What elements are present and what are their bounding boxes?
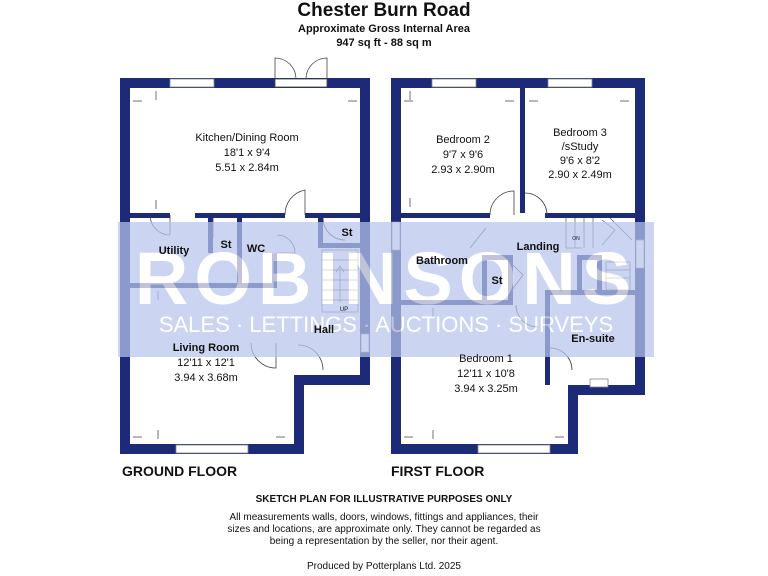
bedroom1-metric: 3.94 x 3.25m [454,383,518,395]
bedroom1-name: Bedroom 1 [459,353,513,365]
watermark-brand: ROBINSONS [135,237,637,320]
disclaimer: All measurements walls, doors, windows, … [0,512,768,548]
first-floor-room-labels: Bedroom 2 9'7 x 9'6 2.93 x 2.90m Bedroom… [416,127,615,395]
bathroom-label: Bathroom [416,255,468,267]
bedroom3-name-line2: /sStudy [562,141,599,153]
disclaimer-line: being a representation by the seller, no… [269,536,499,547]
agency-watermark: ROBINSONS SALES · LETTINGS · AUCTIONS · … [118,222,654,357]
living-name: Living Room [173,342,240,354]
living-imperial: 12'11 x 12'1 [177,357,235,369]
kitchen-imperial: 18'1 x 9'4 [224,147,270,159]
patio-doors-icon [274,57,328,88]
watermark-tagline: SALES · LETTINGS · AUCTIONS · SURVEYS [159,312,613,337]
bedroom3-metric: 2.90 x 2.49m [548,169,612,181]
store-label: St [221,239,232,251]
kitchen-door-icon [284,189,306,216]
on-label: ON [572,236,580,242]
plan-title: Chester Burn Road [297,0,471,21]
first-floor-label: FIRST FLOOR [391,463,485,479]
up-label: UP [340,307,348,313]
bedroom3-imperial: 9'6 x 8'2 [560,155,600,167]
watermark-band [118,222,654,357]
producer-credit: Produced by Potterplans Ltd. 2025 [307,561,461,572]
landing-label: Landing [517,241,560,253]
bedroom3-name: Bedroom 3 [553,127,607,139]
kitchen-metric: 5.51 x 2.84m [215,162,279,174]
store-label: St [492,275,503,287]
disclaimer-line: sizes and locations, are approximate onl… [227,524,541,535]
sketch-notice: SKETCH PLAN FOR ILLUSTRATIVE PURPOSES ON… [255,494,513,505]
area-subtitle: Approximate Gross Internal Area [298,23,470,35]
store2-label: St [342,227,353,239]
disclaimer-line: All measurements walls, doors, windows, … [229,512,539,523]
living-metric: 3.94 x 3.68m [174,372,238,384]
ground-floor-label: GROUND FLOOR [122,463,238,479]
ensuite-label: En-suite [571,333,614,345]
utility-label: Utility [159,245,190,257]
ground-floor-room-labels: Kitchen/Dining Room 18'1 x 9'4 5.51 x 2.… [159,132,353,384]
bedroom2-door-icon [489,190,515,216]
bedroom2-name: Bedroom 2 [436,134,490,146]
bedroom3-door-icon [524,192,548,216]
hall-label: Hall [314,324,334,336]
bedroom2-metric: 2.93 x 2.90m [431,164,495,176]
bedroom1-imperial: 12'11 x 10'8 [457,368,515,380]
wc-label: WC [247,243,265,255]
bedroom2-imperial: 9'7 x 9'6 [443,149,483,161]
kitchen-name: Kitchen/Dining Room [195,132,298,144]
area-value: 947 sq ft - 88 sq m [336,37,432,49]
